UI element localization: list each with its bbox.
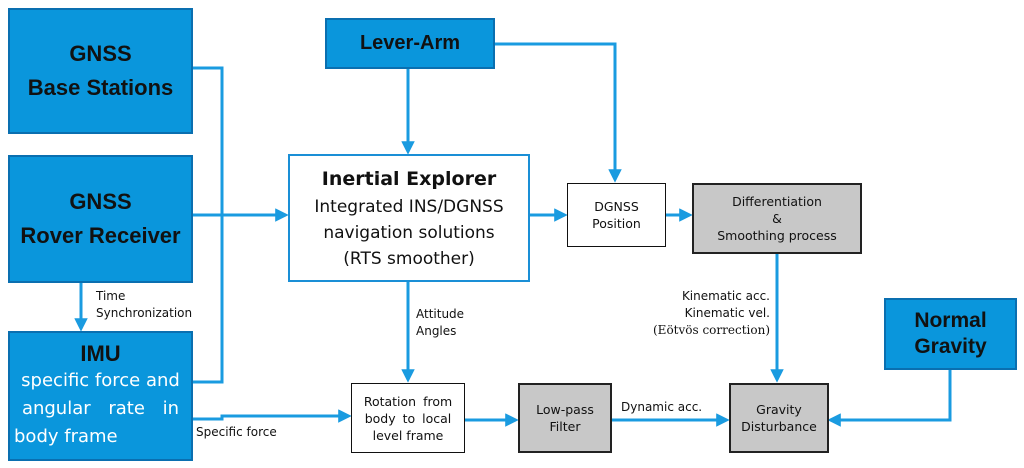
rotation-line2: body to local <box>364 410 452 426</box>
imu-line2: angular rate in <box>21 398 180 419</box>
differentiation-smoothing-box: Differentiation & Smoothing process <box>692 183 862 254</box>
gravity-disturbance-box: Gravity Disturbance <box>729 383 829 453</box>
specific-force-label: Specific force <box>196 425 277 439</box>
dgnss-position-box: DGNSS Position <box>567 183 666 247</box>
gravity-disturbance-line2: Disturbance <box>741 419 817 434</box>
gnss-base-stations-box: GNSS Base Stations <box>8 8 193 134</box>
differentiation-line1: Differentiation <box>732 194 822 209</box>
kinematic-line2: Kinematic vel. <box>684 306 770 320</box>
arrow-imu-to-rotation <box>193 409 352 423</box>
low-pass-filter-box: Low-pass Filter <box>518 383 612 453</box>
imu-box: IMU specific force and angular rate in b… <box>8 331 193 461</box>
attitude-line1: Attitude <box>416 307 465 321</box>
time-sync-line2: Synchronization <box>96 306 193 320</box>
differentiation-line2: & <box>772 211 782 226</box>
normal-gravity-line1: Normal <box>914 309 987 332</box>
gravity-disturbance-line1: Gravity <box>756 402 802 417</box>
inertial-explorer-line3: (RTS smoother) <box>343 248 475 269</box>
normal-gravity-line2: Gravity <box>914 335 987 358</box>
rotation-box: Rotation from body to local level frame <box>351 383 465 453</box>
attitude-line2: Angles <box>416 324 457 338</box>
low-pass-line1: Low-pass <box>536 402 594 417</box>
kinematic-line3: (Eötvös correction) <box>653 323 770 337</box>
low-pass-line2: Filter <box>549 419 581 434</box>
time-sync-line1: Time <box>96 289 126 303</box>
arrow-normal-to-gravity <box>827 370 952 427</box>
time-sync-label: Time Synchronization <box>96 288 192 322</box>
differentiation-line3: Smoothing process <box>717 228 837 243</box>
lever-arm-box: Lever-Arm <box>325 18 495 69</box>
connector-base-to-imu <box>193 66 224 384</box>
gnss-rover-receiver-box: GNSS Rover Receiver <box>8 155 193 283</box>
rotation-line1: Rotation from <box>363 393 453 409</box>
rotation-line3: level frame <box>372 427 444 443</box>
attitude-angles-label: Attitude Angles <box>416 306 464 340</box>
lever-arm-label: Lever-Arm <box>359 32 461 54</box>
arrow-leverarm-to-dgnss <box>495 42 622 183</box>
imu-line1: specific force and <box>21 370 180 391</box>
inertial-explorer-title: Inertial Explorer <box>321 167 497 190</box>
gnss-base-line1: GNSS <box>69 41 132 66</box>
gnss-base-line2: Base Stations <box>27 75 174 100</box>
imu-line3: body frame <box>14 426 118 447</box>
gnss-rover-line1: GNSS <box>69 189 132 214</box>
gnss-rover-line2: Rover Receiver <box>20 223 181 248</box>
dynamic-acc-label: Dynamic acc. <box>621 400 703 414</box>
inertial-explorer-line1: Integrated INS/DGNSS <box>314 196 504 217</box>
inertial-explorer-line2: navigation solutions <box>323 222 495 243</box>
inertial-explorer-box: Inertial Explorer Integrated INS/DGNSS n… <box>288 154 530 282</box>
kinematic-line1: Kinematic acc. <box>681 289 770 303</box>
dgnss-line2: Position <box>592 216 641 231</box>
normal-gravity-box: Normal Gravity <box>884 298 1017 370</box>
dgnss-line1: DGNSS <box>594 199 639 214</box>
imu-title: IMU <box>80 341 121 366</box>
kinematic-label: Kinematic acc. Kinematic vel. (Eötvös co… <box>640 288 770 339</box>
